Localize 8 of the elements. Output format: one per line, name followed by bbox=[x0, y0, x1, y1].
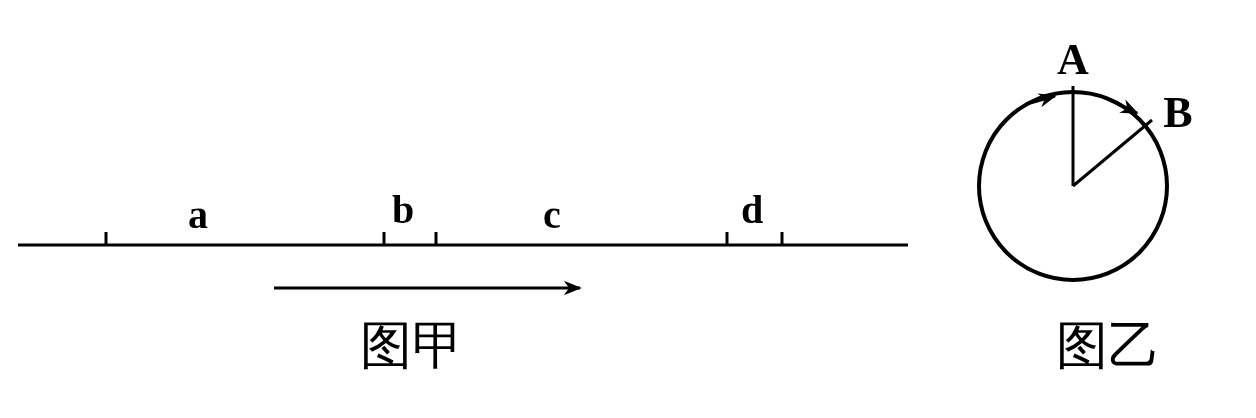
point-label: B bbox=[1163, 91, 1193, 135]
letter-label: a bbox=[188, 195, 208, 235]
letter-label: b bbox=[391, 190, 415, 230]
figure-caption: 图乙 bbox=[1056, 319, 1160, 371]
figure-caption: 图甲 bbox=[360, 319, 464, 371]
letter-label: c bbox=[543, 195, 561, 235]
letter-label: d bbox=[740, 190, 764, 230]
point-label: A bbox=[1057, 38, 1089, 82]
